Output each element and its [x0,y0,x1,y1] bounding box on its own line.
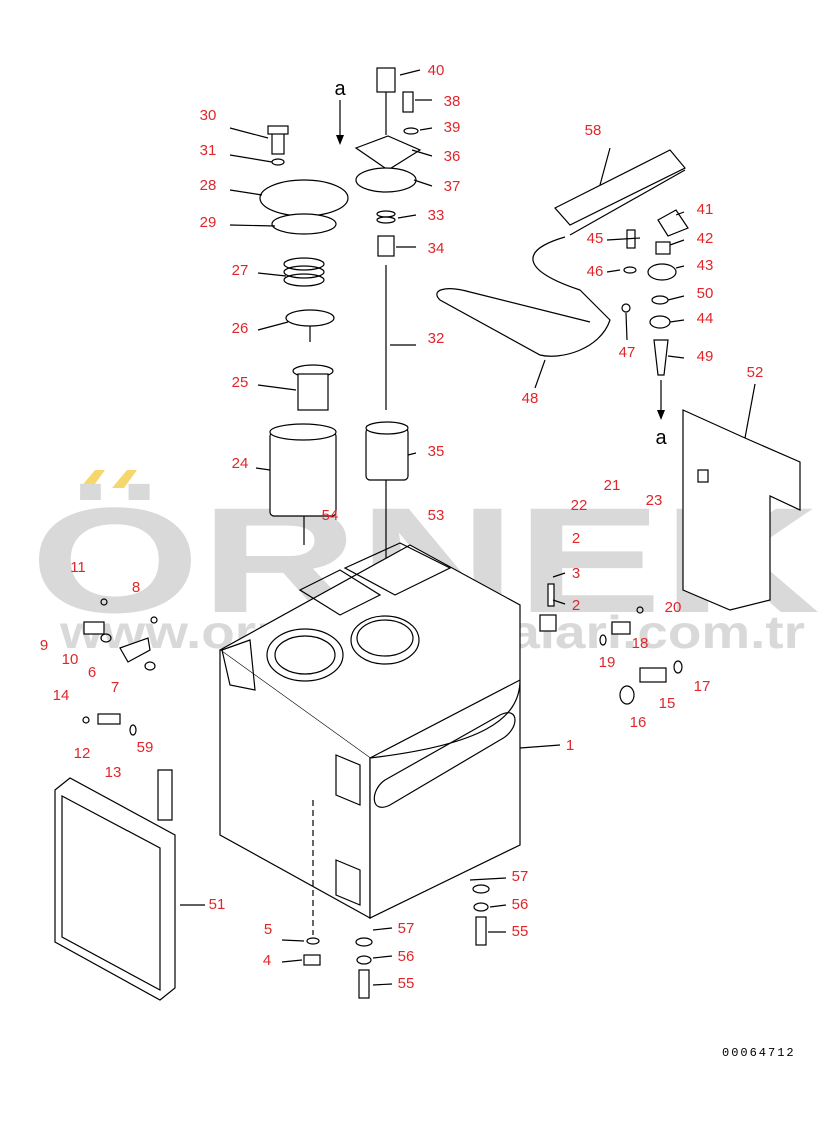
hydraulic-tank [218,542,521,920]
leader-lines [180,69,756,986]
callout: 8 [132,579,140,596]
callout: 41 [697,201,714,218]
callout: 30 [200,107,217,124]
callout: 2 [572,597,580,614]
plate-52 [682,409,801,611]
callout: 52 [747,364,764,381]
callout: 7 [111,679,119,696]
callout: 25 [232,374,249,391]
callout: 21 [604,477,621,494]
callout: 27 [232,262,249,279]
callout: 55 [512,923,529,940]
callout: 55 [398,975,415,992]
callout: 12 [74,745,91,762]
callout: 43 [697,257,714,274]
callout: 11 [70,559,86,576]
callout: 16 [630,714,647,731]
callout: 32 [428,330,445,347]
callout: 38 [444,93,461,110]
callout: 59 [137,739,154,756]
callout: 26 [232,320,249,337]
drawing-code: 00064712 [722,1046,796,1060]
callout: 9 [40,637,48,654]
callout: 1 [566,737,574,754]
callout: 19 [599,654,616,671]
callout: 44 [697,310,714,327]
tube-assembly [436,149,689,420]
fittings [82,583,683,999]
callout: 4 [263,952,271,969]
callout: 57 [398,920,415,937]
callout: 20 [665,599,682,616]
callout: 39 [444,119,461,136]
callout: 37 [444,178,461,195]
callout: 17 [694,678,711,695]
callout: 58 [585,122,602,139]
callout: 14 [53,687,70,704]
breather-assembly [336,67,422,600]
callout: 33 [428,207,445,224]
callout: 10 [62,651,79,668]
callout: 2 [572,530,580,547]
callout: 53 [428,507,445,524]
callout: 3 [572,565,580,582]
callout: 56 [512,896,529,913]
callout: 22 [571,497,588,514]
callout: 29 [200,214,217,231]
callout: 45 [587,230,604,247]
callout: 48 [522,390,539,407]
callout: 23 [646,492,663,509]
callout: 40 [428,62,445,79]
cover-panel-51 [54,777,176,1001]
callouts: 40 38 39 36 37 30 31 28 29 33 34 27 26 3… [40,62,764,992]
callout: 15 [659,695,676,712]
callout: 18 [632,635,649,652]
callout: 50 [697,285,714,302]
view-marker-a: a [334,78,346,100]
watermark-accent-right [112,470,137,488]
callout: 47 [619,344,636,361]
callout: 49 [697,348,714,365]
callout: 24 [232,455,249,472]
callout: 6 [88,664,96,681]
watermark-accent-left [80,470,105,488]
callout: 5 [264,921,272,938]
callout: 34 [428,240,445,257]
cover-assembly [259,125,349,545]
callout: 36 [444,148,461,165]
callout: 57 [512,868,529,885]
callout: 13 [105,764,122,781]
callout: 31 [200,142,217,159]
callout: 56 [398,948,415,965]
callout: 46 [587,263,604,280]
callout: 42 [697,230,714,247]
callout: 35 [428,443,445,460]
callout: 54 [322,507,339,524]
callout: 28 [200,177,217,194]
callout: 51 [209,896,226,913]
view-marker-a: a [655,427,667,449]
